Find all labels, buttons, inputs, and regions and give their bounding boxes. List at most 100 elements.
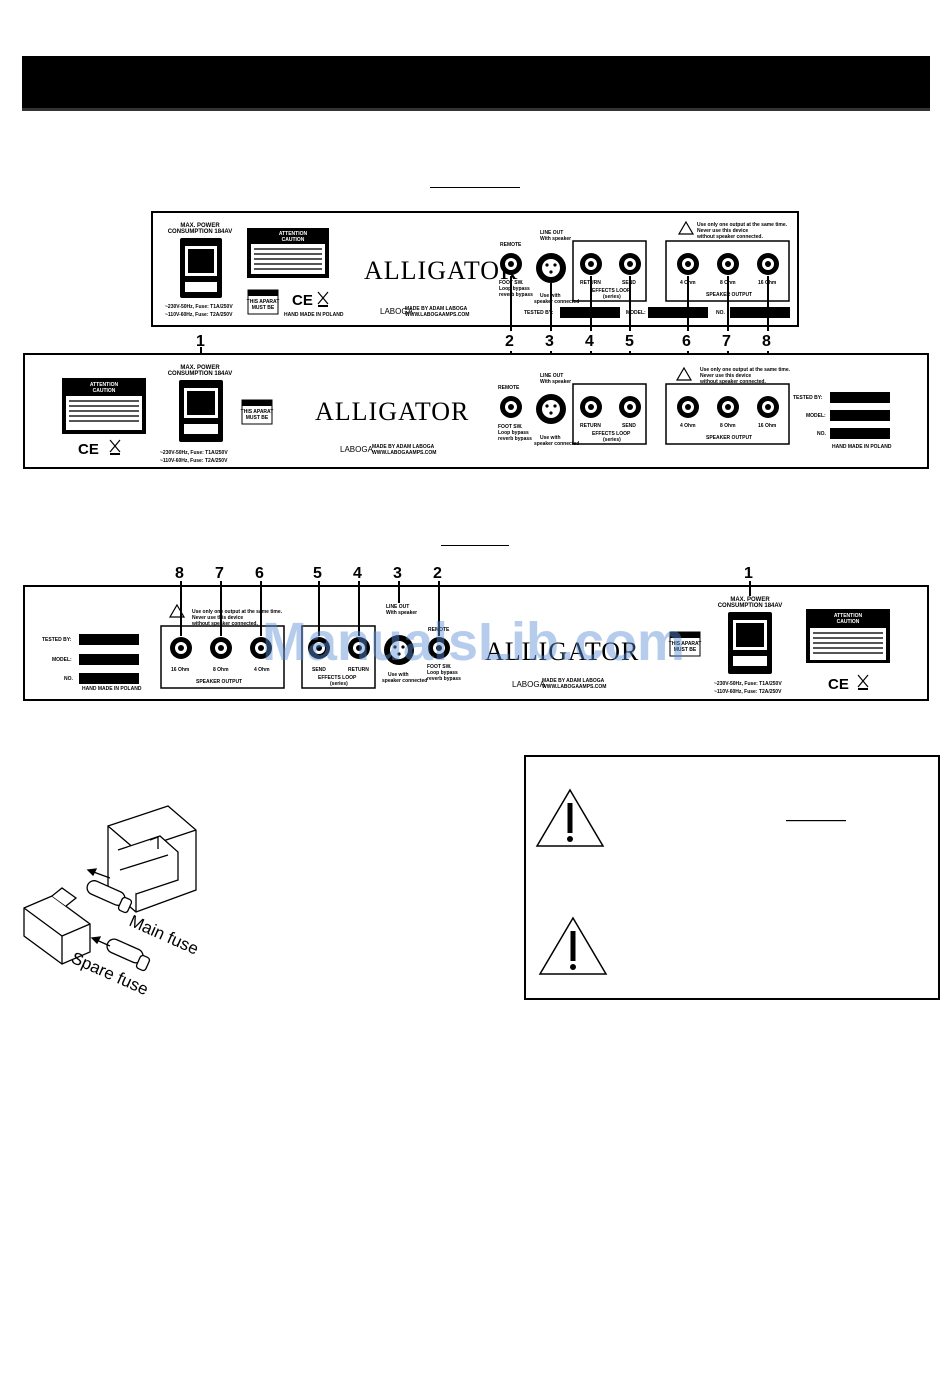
callout-numbers-top: 1 2 3 4 5 6 7 8 bbox=[196, 333, 771, 350]
svg-text:ALLIGATOR: ALLIGATOR bbox=[485, 637, 639, 666]
svg-text:MADE BY ADAM LABOGA: MADE BY ADAM LABOGA bbox=[372, 444, 435, 450]
svg-text:Use only one output at the sam: Use only one output at the same time. bbox=[697, 222, 788, 228]
svg-text:EFFECTS LOOP: EFFECTS LOOP bbox=[592, 288, 631, 294]
svg-text:16 Ohm: 16 Ohm bbox=[758, 423, 777, 429]
svg-text:5: 5 bbox=[625, 333, 634, 350]
svg-text:MADE BY ADAM LABOGA: MADE BY ADAM LABOGA bbox=[542, 678, 605, 684]
svg-text:CONSUMPTION 184AV: CONSUMPTION 184AV bbox=[168, 229, 233, 235]
svg-text:6: 6 bbox=[255, 565, 264, 582]
svg-text:16 Ohm: 16 Ohm bbox=[171, 667, 190, 673]
svg-text:LABOGA: LABOGA bbox=[512, 680, 546, 689]
svg-text:CONSUMPTION 184AV: CONSUMPTION 184AV bbox=[718, 603, 783, 609]
svg-text:Use only one output at the sam: Use only one output at the same time. bbox=[192, 609, 283, 615]
svg-text:TESTED BY:: TESTED BY: bbox=[42, 637, 72, 643]
svg-text:without speaker connected.: without speaker connected. bbox=[696, 234, 763, 240]
svg-text:(series): (series) bbox=[603, 437, 621, 443]
svg-text:EFFECTS LOOP: EFFECTS LOOP bbox=[318, 675, 357, 681]
heading-underline-1 bbox=[430, 187, 520, 188]
svg-text:Use with: Use with bbox=[540, 435, 561, 441]
svg-text:SEND: SEND bbox=[312, 667, 326, 673]
svg-text:CAUTION: CAUTION bbox=[93, 388, 116, 394]
svg-text:Loop bypass: Loop bypass bbox=[499, 286, 530, 292]
svg-text:LABOGA: LABOGA bbox=[380, 307, 414, 316]
svg-text:without speaker connected.: without speaker connected. bbox=[191, 621, 258, 627]
svg-text:RETURN: RETURN bbox=[580, 423, 601, 429]
svg-text:WWW.LABOGAAMPS.COM: WWW.LABOGAAMPS.COM bbox=[372, 450, 436, 456]
head-rear-panel: ATTENTION CAUTION CE MAX. POWER CONSUMPT… bbox=[23, 353, 929, 469]
svg-text:reverb bypass: reverb bypass bbox=[499, 292, 533, 298]
svg-text:CE: CE bbox=[292, 292, 313, 309]
svg-text:MAX. POWER: MAX. POWER bbox=[180, 223, 220, 229]
svg-text:ALLIGATOR: ALLIGATOR bbox=[315, 397, 469, 426]
svg-text:ATTENTION: ATTENTION bbox=[834, 613, 863, 619]
svg-text:Never use this device: Never use this device bbox=[697, 228, 748, 234]
svg-text:MODEL:: MODEL: bbox=[626, 310, 646, 316]
svg-text:4: 4 bbox=[353, 565, 362, 582]
watermark: ManualsLib.com bbox=[262, 612, 685, 672]
svg-text:MAX. POWER: MAX. POWER bbox=[730, 597, 770, 603]
svg-text:Loop bypass: Loop bypass bbox=[427, 670, 458, 676]
svg-text:SPEAKER OUTPUT: SPEAKER OUTPUT bbox=[196, 679, 242, 685]
svg-text:3: 3 bbox=[393, 565, 402, 582]
svg-text:7: 7 bbox=[722, 333, 731, 350]
svg-text:LINE OUT: LINE OUT bbox=[386, 604, 409, 610]
svg-text:THIS APARAT: THIS APARAT bbox=[669, 641, 702, 647]
svg-text:TESTED BY:: TESTED BY: bbox=[793, 395, 823, 401]
heading-underline-2 bbox=[441, 545, 509, 546]
svg-text:THIS APARAT: THIS APARAT bbox=[241, 409, 274, 415]
svg-text:REMOTE: REMOTE bbox=[498, 385, 520, 391]
svg-text:8 Ohm: 8 Ohm bbox=[213, 667, 229, 673]
svg-text:speaker connected: speaker connected bbox=[534, 441, 579, 447]
callout-numbers-bottom: 8 7 6 5 4 3 2 1 bbox=[175, 565, 753, 582]
svg-text:CE: CE bbox=[78, 441, 99, 458]
svg-text:CAUTION: CAUTION bbox=[282, 237, 305, 243]
svg-text:With speaker: With speaker bbox=[540, 236, 571, 242]
svg-text:REMOTE: REMOTE bbox=[500, 242, 522, 248]
svg-text:MUST BE: MUST BE bbox=[252, 305, 275, 311]
callout-lines-bottom bbox=[180, 581, 751, 636]
page-header-bar bbox=[22, 56, 930, 111]
svg-text:MUST BE: MUST BE bbox=[246, 415, 269, 421]
svg-text:4: 4 bbox=[585, 333, 594, 350]
svg-text:LINE OUT: LINE OUT bbox=[540, 373, 563, 379]
svg-text:speaker connected: speaker connected bbox=[382, 678, 427, 684]
svg-text:SPEAKER OUTPUT: SPEAKER OUTPUT bbox=[706, 292, 752, 298]
svg-text:1: 1 bbox=[196, 333, 205, 350]
svg-text:(series): (series) bbox=[603, 294, 621, 300]
svg-text:LINE OUT: LINE OUT bbox=[540, 230, 563, 236]
svg-text:1: 1 bbox=[744, 565, 753, 582]
svg-text:WWW.LABOGAAMPS.COM: WWW.LABOGAAMPS.COM bbox=[542, 684, 606, 690]
svg-text:~230V-50Hz, Fuse: T1A/250V: ~230V-50Hz, Fuse: T1A/250V bbox=[160, 450, 228, 456]
svg-text:HAND MADE IN POLAND: HAND MADE IN POLAND bbox=[832, 444, 892, 450]
svg-text:MUST BE: MUST BE bbox=[674, 647, 697, 653]
svg-text:speaker connected: speaker connected bbox=[534, 299, 579, 305]
svg-text:7: 7 bbox=[215, 565, 224, 582]
svg-text:~110V-60Hz, Fuse: T2A/250V: ~110V-60Hz, Fuse: T2A/250V bbox=[714, 689, 782, 695]
svg-text:reverb bypass: reverb bypass bbox=[498, 436, 532, 442]
svg-text:NO.: NO. bbox=[64, 676, 74, 682]
svg-text:FOOT SW.: FOOT SW. bbox=[427, 664, 452, 670]
svg-text:~110V-60Hz, Fuse: T2A/250V: ~110V-60Hz, Fuse: T2A/250V bbox=[165, 312, 233, 318]
svg-text:MADE BY ADAM LABOGA: MADE BY ADAM LABOGA bbox=[405, 306, 468, 312]
svg-text:RETURN: RETURN bbox=[348, 667, 369, 673]
svg-text:With speaker: With speaker bbox=[540, 379, 571, 385]
warning-box bbox=[524, 755, 940, 1000]
svg-text:Use only one output at the sam: Use only one output at the same time. bbox=[700, 367, 791, 373]
svg-text:CONSUMPTION 184AV: CONSUMPTION 184AV bbox=[168, 371, 233, 377]
svg-text:ATTENTION: ATTENTION bbox=[90, 382, 119, 388]
svg-text:CE: CE bbox=[828, 676, 849, 693]
svg-text:ALLIGATOR: ALLIGATOR bbox=[364, 256, 518, 285]
svg-text:3: 3 bbox=[545, 333, 554, 350]
svg-text:MAX. POWER: MAX. POWER bbox=[180, 365, 220, 371]
svg-text:FOOT SW.: FOOT SW. bbox=[498, 424, 523, 430]
svg-text:THIS APARAT: THIS APARAT bbox=[247, 299, 280, 305]
svg-text:TESTED BY:: TESTED BY: bbox=[524, 310, 554, 316]
svg-text:reverb bypass: reverb bypass bbox=[427, 676, 461, 682]
svg-text:HAND MADE IN POLAND: HAND MADE IN POLAND bbox=[284, 312, 344, 318]
fuse-diagram bbox=[23, 805, 197, 972]
svg-text:4 Ohm: 4 Ohm bbox=[254, 667, 270, 673]
svg-text:ATTENTION: ATTENTION bbox=[279, 231, 308, 237]
combo-rear-panel: MAX. POWER CONSUMPTION 184AV ~230V-50Hz,… bbox=[151, 211, 799, 327]
svg-text:2: 2 bbox=[433, 565, 442, 582]
